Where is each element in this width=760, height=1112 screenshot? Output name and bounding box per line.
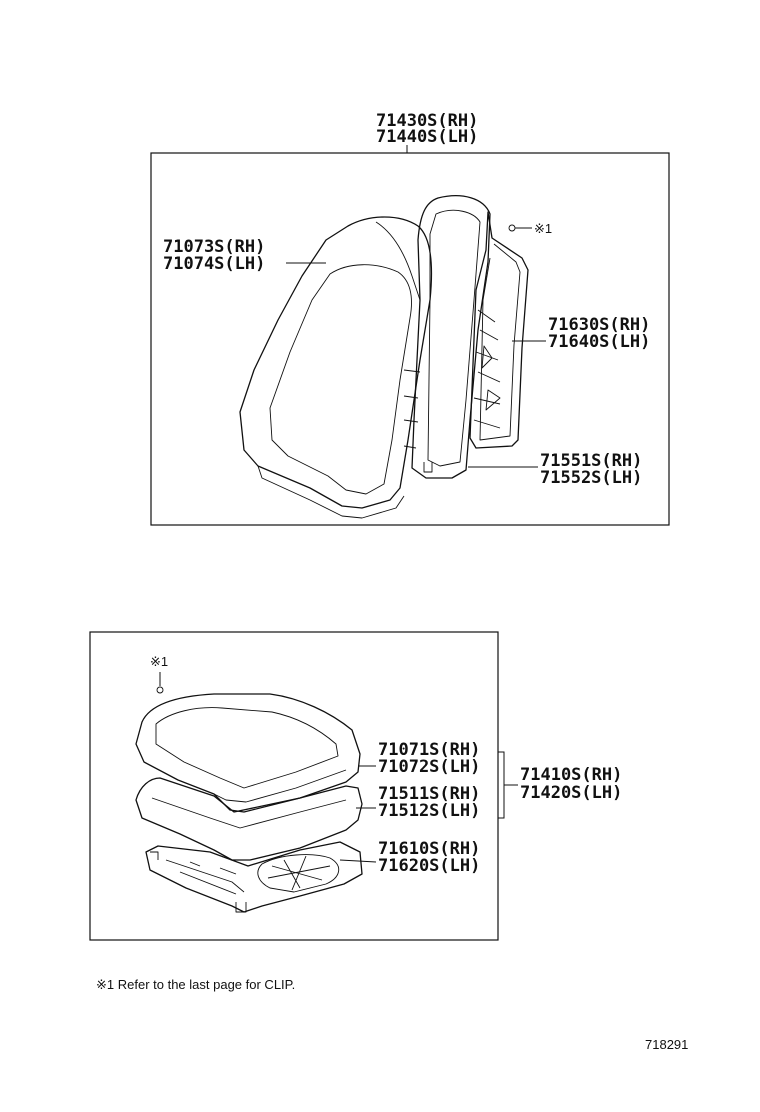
label-71072s-lh: 71072S(LH) — [378, 757, 480, 777]
label-71073s-rh: 71073S(RH) — [163, 237, 265, 257]
label-71420s-lh: 71420S(LH) — [520, 783, 622, 803]
label-71410s-rh: 71410S(RH) — [520, 765, 622, 785]
seat-cushion-frame-spokes — [267, 855, 331, 891]
label-71552s-lh: 71552S(LH) — [540, 468, 642, 488]
label-71512s-lh: 71512S(LH) — [378, 801, 480, 821]
seat-back-section: 71430S(RH) 71440S(LH) ※1 71073S(RH) 7107… — [150, 111, 670, 526]
seat-back-pad-tab — [423, 462, 433, 473]
seat-cushion-frame-pan — [257, 854, 340, 893]
seat-cushion-cover — [135, 693, 361, 813]
seat-back-cover-panel — [269, 264, 412, 495]
label-71511s-rh: 71511S(RH) — [378, 784, 480, 804]
seat-back-pad — [411, 195, 491, 479]
seat-back-cover-seam — [375, 221, 421, 301]
label-71440s-lh: 71440S(LH) — [376, 127, 478, 147]
drawing-number: 718291 — [645, 1037, 688, 1052]
seat-back-pad-inner — [427, 209, 481, 467]
seat-cushion-frame-box — [89, 631, 499, 941]
seat-cushion-frame — [145, 841, 363, 913]
label-71620s-lh: 71620S(LH) — [378, 856, 480, 876]
seat-cushion-pad — [135, 777, 363, 861]
seat-back-cover-base — [257, 465, 405, 519]
label-71074s-lh: 71074S(LH) — [163, 254, 265, 274]
label-71071s-rh: 71071S(RH) — [378, 740, 480, 760]
clip-marker-icon — [508, 224, 516, 232]
label-71551s-rh: 71551S(RH) — [540, 451, 642, 471]
cushion-frame-leader-line — [339, 859, 377, 863]
seat-back-frame-cutouts — [473, 309, 501, 429]
seat-cushion-frame-rails — [165, 859, 245, 895]
seat-back-pad-ribs — [403, 369, 421, 449]
seat-cushion-drawing — [135, 693, 363, 913]
seat-back-frame-panel — [469, 211, 529, 449]
seat-back-drawing — [239, 195, 529, 519]
label-71630s-rh: 71630S(RH) — [548, 315, 650, 335]
label-71610s-rh: 71610S(RH) — [378, 839, 480, 859]
clip-footnote: ※1 Refer to the last page for CLIP. — [96, 977, 295, 992]
seat-back-frame-box — [150, 152, 670, 526]
label-71430s-rh: 71430S(RH) — [376, 111, 478, 131]
cushion-clip-marker-icon — [156, 686, 164, 694]
seat-cushion-cover-panel — [155, 707, 339, 789]
seat-cushion-cover-seam — [213, 769, 347, 803]
cushion-assembly-bracket — [498, 751, 518, 819]
seat-back-frame-inner — [479, 243, 521, 441]
seat-cushion-pad-seam — [151, 797, 347, 829]
seat-cushion-section: ※1 71071S(RH) 71072S(LH) 71511S(RH) 7151… — [89, 631, 622, 941]
seat-cushion-frame-tabs — [150, 851, 247, 913]
cushion-clip-reference-label: ※1 — [150, 654, 168, 669]
clip-reference-label: ※1 — [534, 221, 552, 236]
label-71640s-lh: 71640S(LH) — [548, 332, 650, 352]
seat-back-cover — [239, 216, 433, 509]
